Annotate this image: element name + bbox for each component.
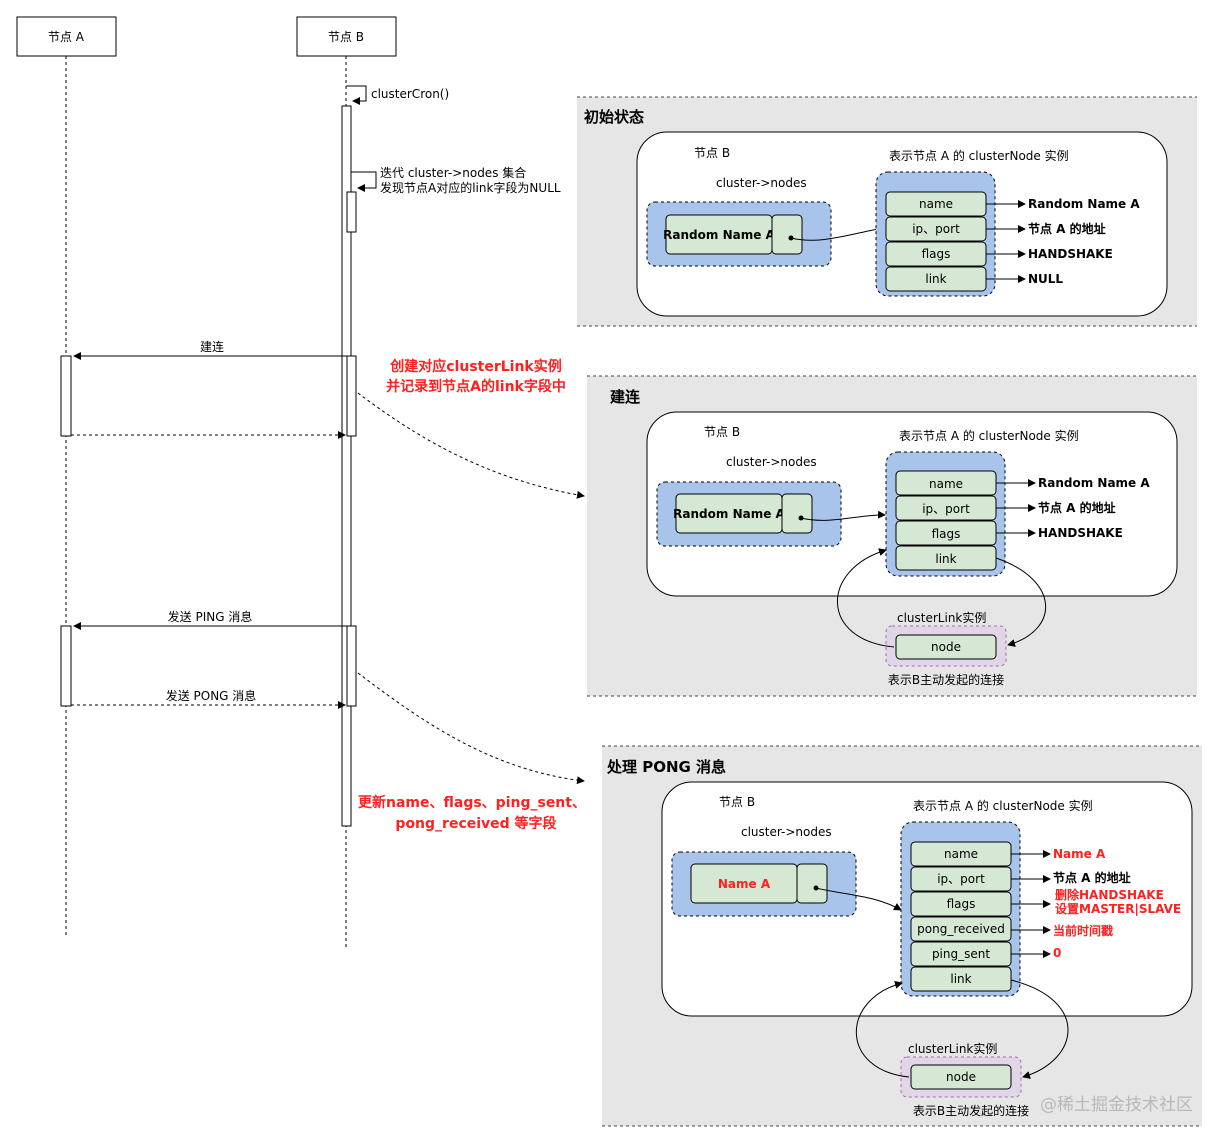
cluster-cron-label: clusterCron() [371,87,449,101]
panel-connect-instance-label: 表示节点 A 的 clusterNode 实例 [899,428,1079,443]
update-note-line2: pong_received 等字段 [395,815,556,832]
iterate-label-line1: 迭代 cluster->nodes 集合 [380,165,526,180]
activation-b-connect [346,355,357,437]
pong-label: 发送 PONG 消息 [166,688,257,703]
create-note-line2: 并记录到节点A的link字段中 [386,378,566,395]
watermark: @稀土掘金技术社区 [1040,1095,1193,1115]
panel-pong-value-pong-received: 当前时间戳 [1053,923,1113,938]
panel-initial-value-name: Random Name A [1028,197,1140,211]
pong-panel-pointer [357,672,585,785]
panel-connect-link-caption: 表示B主动发起的连接 [888,672,1004,687]
panel-connect-field-flags: flags [932,527,961,541]
panel-connect-link-label: clusterLink实例 [897,610,986,625]
connect-label: 建连 [200,339,224,354]
panel-connect-field-link: link [935,552,956,566]
panel-connect-title: 建连 [610,388,641,406]
iterate-label-line2: 发现节点A对应的link字段为NULL [380,180,561,195]
panel-pong-value-ping-sent: 0 [1053,946,1061,960]
panel-connect-value-address: 节点 A 的地址 [1038,500,1116,515]
panel-pong-field-flags: flags [947,897,976,911]
panel-pong-dict-entry: Name A [718,877,771,891]
panel-initial-field-flags: flags [922,247,951,261]
activation-a-ping [60,625,72,707]
panel-connect: 建连 节点 B cluster->nodes 表示节点 A 的 clusterN… [587,375,1197,697]
lifeline-node-b-label: 节点 B [328,30,364,44]
panel-pong-link-node-field: node [946,1070,976,1084]
panel-initial-field-name: name [919,197,953,211]
panel-pong-field-link: link [950,972,971,986]
panel-pong-instance-label: 表示节点 A 的 clusterNode 实例 [913,798,1093,813]
panel-initial-value-address: 节点 A 的地址 [1028,221,1106,236]
activation-a-connect [60,355,72,437]
panel-pong-field-ping-sent: ping_sent [932,947,990,961]
panel-pong-link-caption: 表示B主动发起的连接 [913,1103,1029,1118]
panel-initial-node-b: 节点 B [694,146,730,160]
panel-pong-field-name: name [944,847,978,861]
panel-pong-title: 处理 PONG 消息 [606,758,726,776]
panel-connect-dict-entry: Random Name A [673,507,785,521]
panel-pong-field-pong-received: pong_received [917,922,1005,936]
panel-connect-value-name: Random Name A [1038,476,1150,490]
cluster-cron-arrow [346,85,367,105]
activation-b-iterate [346,191,357,233]
activation-b-main [341,105,352,827]
panel-pong-field-ip-port: ip、port [937,872,985,886]
activation-b-ping [346,625,357,707]
panel-pong-node-b: 节点 B [719,795,755,809]
panel-initial-instance-label: 表示节点 A 的 clusterNode 实例 [889,148,1069,163]
panel-initial-value-flags: HANDSHAKE [1028,247,1113,261]
create-note-line1: 创建对应clusterLink实例 [389,358,562,375]
connect-panel-pointer [357,392,585,499]
update-note-line1: 更新name、flags、ping_sent、 [358,794,586,811]
panel-connect-value-flags: HANDSHAKE [1038,526,1123,540]
panel-connect-field-name: name [929,477,963,491]
panel-pong-value-address: 节点 A 的地址 [1053,870,1131,885]
panel-initial-value-link: NULL [1028,272,1063,286]
panel-pong-value-flags-remove: 删除HANDSHAKE [1055,887,1164,902]
panel-connect-link-node-field: node [931,640,961,654]
panel-pong-value-flags-set: 设置MASTER|SLAVE [1055,901,1181,916]
panel-pong-value-name: Name A [1053,847,1106,861]
panel-initial-dict-entry: Random Name A [663,228,775,242]
panel-pong: 处理 PONG 消息 节点 B cluster->nodes 表示节点 A 的 … [602,745,1202,1127]
panel-initial-field-ip-port: ip、port [912,222,960,236]
panel-initial-field-link: link [925,272,946,286]
lifeline-node-a-label: 节点 A [48,30,85,44]
ping-label: 发送 PING 消息 [168,609,253,624]
panel-connect-node-b: 节点 B [704,425,740,439]
panel-connect-nodes-label: cluster->nodes [726,455,817,469]
iterate-arrow [351,171,377,192]
panel-initial-nodes-label: cluster->nodes [716,176,807,190]
panel-pong-link-label: clusterLink实例 [908,1041,997,1056]
panel-connect-field-ip-port: ip、port [922,502,970,516]
panel-initial: 初始状态 节点 B cluster->nodes 表示节点 A 的 cluste… [577,96,1197,327]
panel-pong-nodes-label: cluster->nodes [741,825,832,839]
panel-initial-title: 初始状态 [584,108,644,126]
lifeline-node-a: 节点 A [16,16,117,937]
